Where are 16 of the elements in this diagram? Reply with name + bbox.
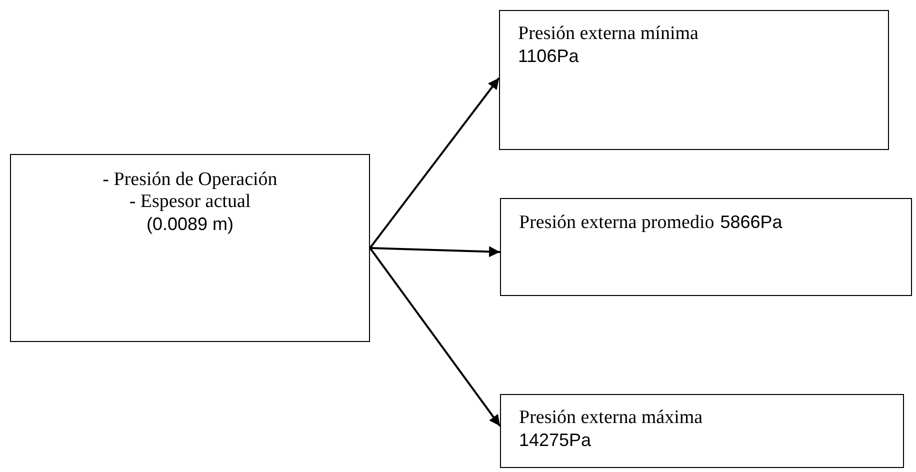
- box-text: 1106Pa: [518, 45, 580, 67]
- process-box: [499, 10, 889, 150]
- box-text: 5866Pa: [720, 211, 782, 233]
- box-text: Presión externa promedio: [519, 212, 714, 234]
- box-text: (0.0089 m): [145, 213, 235, 235]
- process-box: [500, 394, 904, 468]
- box-text: Presión externa mínima: [518, 23, 700, 45]
- box-text: - Espesor actual: [128, 191, 252, 213]
- arrow: [369, 77, 500, 249]
- box-text: 14275Pa: [519, 429, 592, 451]
- process-box: [500, 198, 912, 296]
- arrow: [369, 247, 501, 427]
- arrow: [370, 246, 500, 258]
- process-box: [10, 154, 370, 342]
- box-text: Presión externa máxima: [519, 407, 704, 429]
- box-text: - Presión de Operación: [102, 169, 278, 191]
